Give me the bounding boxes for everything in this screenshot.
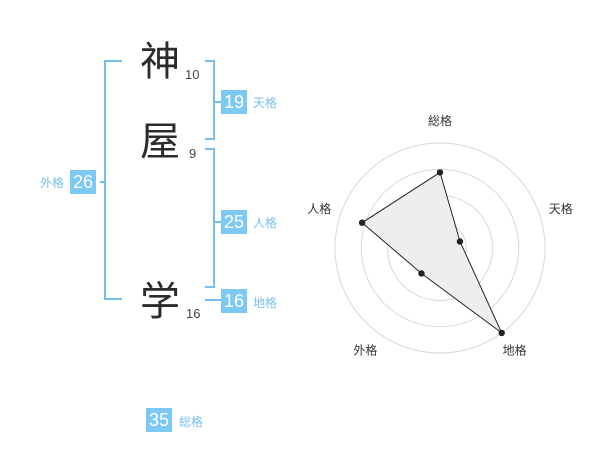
radar-axis-label-2: 地格: [503, 343, 527, 358]
radar-point-1: [456, 238, 464, 245]
tenkaku-value-badge: 19: [221, 90, 248, 114]
gaikaku-label: 外格: [40, 176, 65, 190]
soukaku-label: 総格: [179, 415, 204, 429]
outer-bracket-top: [104, 60, 122, 62]
chikaku-value-badge: 16: [221, 289, 248, 313]
tenkaku-bracket-top: [205, 60, 215, 62]
stroke-count-1: 10: [185, 67, 200, 82]
radar-points: [358, 169, 505, 337]
outer-bracket-vertical: [104, 60, 106, 300]
jinkaku-bracket-link: [213, 221, 221, 223]
name-char-3: 学: [140, 279, 180, 325]
jinkaku-bracket-top: [205, 148, 215, 150]
outer-bracket-bottom: [104, 298, 122, 300]
stroke-count-2: 9: [189, 146, 197, 161]
soukaku-value-badge: 35: [146, 408, 173, 432]
radar-axis-label-3: 外格: [353, 343, 377, 358]
chikaku-label: 地格: [253, 296, 278, 310]
radar-polygon: [361, 171, 503, 334]
radar-point-3: [418, 270, 425, 277]
chikaku-bracket-link: [205, 299, 221, 301]
gaikaku-value-badge: 26: [70, 170, 97, 194]
radar-axis-label-0: 総格: [428, 113, 452, 128]
name-char-1: 神: [140, 39, 180, 85]
jinkaku-bracket-bottom: [205, 286, 215, 288]
name-char-2: 屋: [140, 119, 180, 165]
jinkaku-label: 人格: [253, 216, 278, 230]
radar-point-4: [358, 219, 366, 226]
stroke-count-3: 16: [186, 306, 201, 321]
radar-axis-label-4: 人格: [307, 201, 331, 216]
outer-bracket-link: [100, 181, 106, 183]
jinkaku-bracket-vertical: [213, 148, 215, 288]
tenkaku-label: 天格: [253, 96, 278, 110]
radar-ring-4: [334, 142, 546, 354]
tenkaku-bracket-bottom: [205, 138, 215, 140]
radar-point-0: [436, 169, 444, 176]
jinkaku-value-badge: 25: [221, 210, 248, 234]
tenkaku-bracket-vertical: [213, 60, 215, 140]
radar-axis-label-1: 天格: [549, 201, 573, 216]
radar-point-2: [498, 329, 505, 337]
tenkaku-bracket-link: [213, 101, 221, 103]
